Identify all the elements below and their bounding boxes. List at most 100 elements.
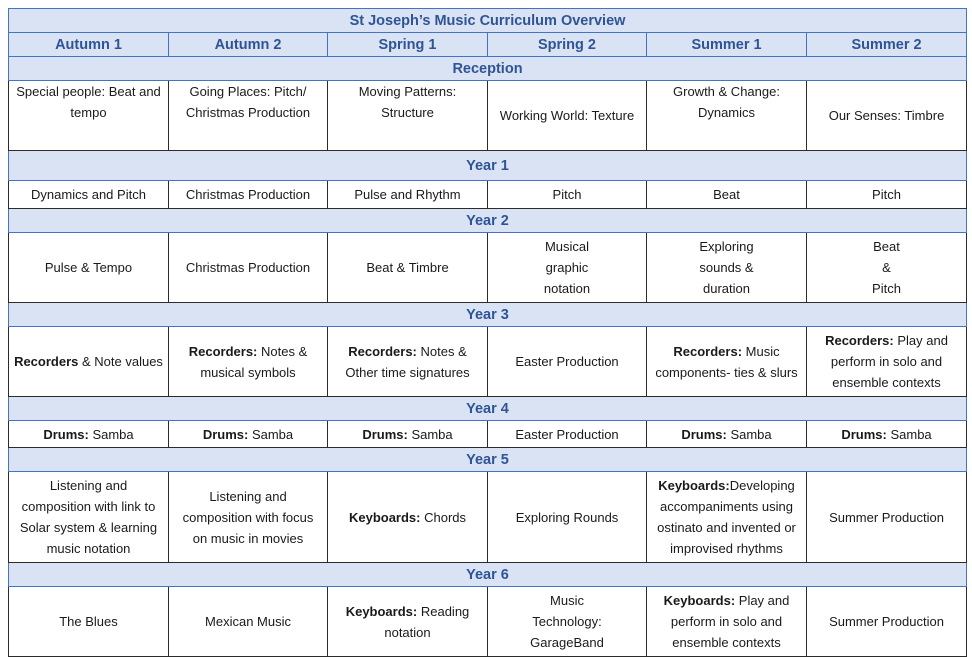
cell-text: composition with link to xyxy=(21,499,156,514)
cell-text: Structure xyxy=(381,105,434,120)
curriculum-cell: Summer Production xyxy=(805,586,968,657)
cell-text: duration xyxy=(703,281,750,296)
cell-text: accompaniments using xyxy=(660,499,793,514)
cell-text: Music xyxy=(742,343,780,359)
term-header-row: Autumn 1 Autumn 2 Spring 1 Spring 2 Summ… xyxy=(8,32,968,57)
curriculum-cell: Recorders & Note values xyxy=(8,326,169,397)
curriculum-cell: Drums: Samba xyxy=(168,420,328,448)
curriculum-cell: Exploring Rounds xyxy=(487,471,647,563)
curriculum-row: Dynamics and Pitch Christmas Production Pu… xyxy=(8,180,968,209)
curriculum-cell: Pitch xyxy=(487,180,647,209)
cell-text: improvised rhythms xyxy=(670,541,783,556)
instrument-label: Keyboards: xyxy=(345,603,418,619)
cell-text: Play and xyxy=(893,333,948,348)
cell-text: Exploring Rounds xyxy=(515,509,619,525)
curriculum-cell: Pulse & Tempo xyxy=(8,232,169,303)
term-header: Spring 1 xyxy=(327,32,488,57)
cell-text: & xyxy=(882,260,891,275)
curriculum-row: Recorders & Note values Recorders: Notes … xyxy=(8,326,968,397)
cell-text: Chords xyxy=(420,509,467,525)
cell-text: ensemble contexts xyxy=(672,635,781,650)
cell-text: Christmas Production xyxy=(185,105,311,120)
curriculum-cell: Christmas Production xyxy=(168,232,328,303)
cell-text: sounds & xyxy=(699,260,754,275)
page-title: St Joseph’s Music Curriculum Overview xyxy=(7,8,968,33)
cell-text: Growth & Change: xyxy=(673,84,780,99)
curriculum-cell: Beat&Pitch xyxy=(805,232,968,303)
curriculum-row: The Blues Mexican Music Keyboards: Reading… xyxy=(8,586,968,657)
cell-text: Mexican Music xyxy=(205,614,291,629)
instrument-label: Recorders: xyxy=(673,343,743,359)
cell-text: Other time signatures xyxy=(345,364,470,380)
curriculum-cell: Christmas Production xyxy=(168,180,328,209)
cell-text: on music in movies xyxy=(192,530,304,546)
cell-text: Pitch xyxy=(872,281,901,296)
cell-text: Notes & xyxy=(257,343,308,359)
curriculum-cell: Recorders: Notes &Other time signatures xyxy=(327,326,488,397)
instrument-label: Keyboards: xyxy=(658,478,730,493)
curriculum-row: Pulse & Tempo Christmas Production Beat & … xyxy=(8,232,968,303)
curriculum-cell: Easter Production xyxy=(487,326,647,397)
cell-text: Going Places: Pitch/ xyxy=(189,84,307,99)
cell-text: ensemble contexts xyxy=(832,375,941,390)
cell-text: Pulse & Tempo xyxy=(44,260,133,275)
year-group-header-row: Year 1 xyxy=(7,150,968,181)
year-group-heading: Year 2 xyxy=(7,208,968,233)
curriculum-cell: Drums: Samba xyxy=(8,420,169,448)
cell-text: Christmas Production xyxy=(185,187,311,202)
cell-text: musical symbols xyxy=(200,364,296,380)
instrument-label: Keyboards: xyxy=(348,509,421,525)
curriculum-cell: Working World: Texture xyxy=(487,80,647,151)
cell-text: Special people: Beat and xyxy=(16,84,161,99)
cell-text: notation xyxy=(384,624,431,640)
cell-text: Easter Production xyxy=(515,426,619,442)
instrument-label: Drums: xyxy=(362,426,408,442)
year-group-heading: Year 3 xyxy=(7,302,968,327)
cell-text: Summer Production xyxy=(829,614,944,629)
cell-text: Samba xyxy=(248,426,294,442)
cell-text: Pulse and Rhythm xyxy=(354,187,461,202)
instrument-label: Drums: xyxy=(202,426,249,442)
year-group-header-row: Year 6 xyxy=(7,562,968,587)
cell-text: Play and xyxy=(735,593,790,608)
cell-text: notation xyxy=(543,281,591,296)
term-header: Autumn 1 xyxy=(8,32,169,57)
curriculum-cell: Mexican Music xyxy=(168,586,328,657)
term-header: Spring 2 xyxy=(487,32,647,57)
cell-text: Beat & Timbre xyxy=(366,260,449,275)
curriculum-cell: Easter Production xyxy=(487,420,647,448)
cell-text: Dynamics and Pitch xyxy=(31,187,146,202)
curriculum-cell: The Blues xyxy=(8,586,169,657)
curriculum-cell: Keyboards: Chords xyxy=(327,471,488,563)
instrument-label: Drums: xyxy=(43,426,89,442)
term-header: Autumn 2 xyxy=(168,32,328,57)
curriculum-cell: Growth & Change:Dynamics xyxy=(646,80,807,151)
cell-text: components- ties & slurs xyxy=(655,364,798,380)
cell-text: Listening and xyxy=(209,488,287,504)
cell-text: Beat xyxy=(713,187,740,202)
cell-text: Moving Patterns: xyxy=(358,84,457,99)
year-group-heading: Year 4 xyxy=(7,396,968,421)
year-group-header-row: Year 5 xyxy=(7,447,968,472)
cell-text: Music xyxy=(550,593,584,608)
curriculum-table: St Joseph’s Music Curriculum Overview Au… xyxy=(7,8,968,657)
curriculum-cell: Beat & Timbre xyxy=(327,232,488,303)
curriculum-cell: Pitch xyxy=(805,180,968,209)
cell-text: GarageBand xyxy=(530,635,604,650)
cell-text: Christmas Production xyxy=(185,260,311,275)
cell-text: perform in solo and xyxy=(670,614,783,629)
year-group-heading: Year 1 xyxy=(7,150,968,181)
curriculum-cell: Beat xyxy=(646,180,807,209)
curriculum-cell: Moving Patterns: Structure xyxy=(327,80,488,151)
cell-text: Samba xyxy=(886,426,932,442)
